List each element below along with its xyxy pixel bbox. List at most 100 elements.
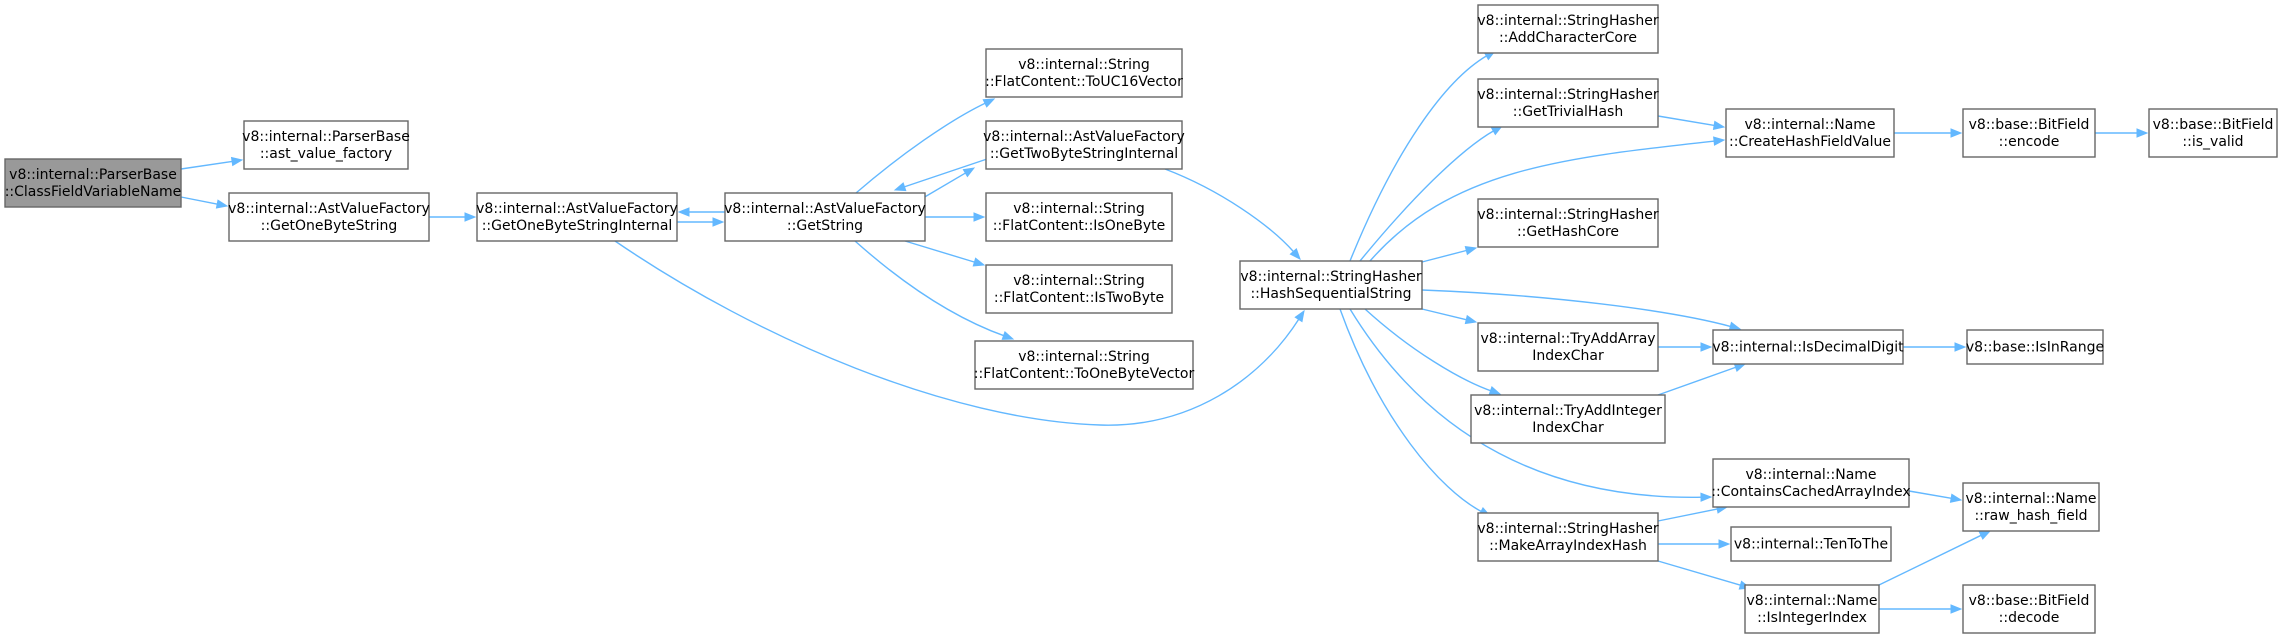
edge-IsIntegerIndex-to-raw_hash_field	[1878, 530, 1992, 586]
edge-HashSequentialString-to-TryAddArrayIndexChar	[1421, 308, 1478, 325]
node-label-line: ::GetString	[787, 218, 863, 234]
node-CreateHashFieldValue[interactable]: v8::internal::Name::CreateHashFieldValue	[1725, 108, 1895, 158]
node-ToOneByteVector[interactable]: v8::internal::String::FlatContent::ToOne…	[974, 340, 1195, 390]
node-label-line: v8::internal::Name	[1965, 491, 2096, 507]
edge-layer	[180, 50, 2149, 614]
node-box	[1477, 322, 1659, 372]
node-AddCharacterCore[interactable]: v8::internal::StringHasher::AddCharacter…	[1477, 4, 1659, 54]
edge-line	[1878, 534, 1983, 586]
edge-GetString-to-ToUC16Vector	[855, 98, 996, 194]
arrowhead-icon	[1700, 492, 1713, 502]
edge-line	[855, 102, 987, 194]
node-GetTwoByteStringInternal[interactable]: v8::internal::AstValueFactory::GetTwoByt…	[983, 120, 1185, 170]
node-label-line: v8::internal::StringHasher	[1477, 207, 1658, 223]
edge-line	[922, 171, 967, 199]
node-IsIntegerIndex[interactable]: v8::internal::Name::IsIntegerIndex	[1744, 584, 1880, 634]
arrowhead-icon	[1488, 386, 1502, 396]
node-raw_hash_field[interactable]: v8::internal::Name::raw_hash_field	[1962, 482, 2100, 532]
node-label-line: v8::internal::StringHasher	[1477, 87, 1658, 103]
edge-GetTwoByteStringInternal-to-HashSequentialString	[1164, 168, 1301, 261]
node-box	[1744, 584, 1880, 634]
node-box	[1477, 78, 1659, 128]
node-label-line: v8::base::BitField	[2153, 117, 2274, 133]
edge-GetString-to-ToOneByteVector	[854, 240, 1015, 340]
edge-line	[1369, 140, 1716, 262]
arrowhead-icon	[1464, 246, 1478, 256]
edge-ClassFieldVariableName-to-ast_value_factory	[180, 156, 244, 170]
node-label-line: v8::internal::TryAddInteger	[1474, 403, 1662, 419]
edge-line	[1421, 308, 1468, 321]
node-decode[interactable]: v8::base::BitField::decode	[1962, 584, 2096, 634]
edge-GetString-to-GetTwoByteStringInternal	[922, 167, 976, 199]
edge-GetOneByteStringInternal-to-HashSequentialString	[614, 240, 1305, 426]
node-label-line: ::AddCharacterCore	[1499, 30, 1637, 46]
node-encode[interactable]: v8::base::BitField::encode	[1962, 108, 2096, 158]
node-box	[1477, 198, 1659, 248]
arrowhead-icon	[215, 199, 229, 209]
node-box	[1962, 584, 2096, 634]
arrowhead-icon	[893, 182, 907, 192]
node-label-line: ::CreateHashFieldValue	[1729, 134, 1891, 150]
node-label-line: v8::internal::String	[1013, 201, 1145, 217]
node-MakeArrayIndexHash[interactable]: v8::internal::StringHasher::MakeArrayInd…	[1477, 512, 1659, 562]
node-label-line: ::FlatContent::ToUC16Vector	[985, 74, 1183, 90]
edge-line	[1364, 308, 1492, 392]
node-box	[1962, 108, 2096, 158]
node-box	[985, 120, 1183, 170]
node-IsDecimalDigit[interactable]: v8::internal::IsDecimalDigit	[1712, 329, 1904, 365]
node-is_valid[interactable]: v8::base::BitField::is_valid	[2148, 108, 2278, 158]
arrowhead-icon	[1294, 309, 1305, 323]
edge-line	[1359, 129, 1495, 262]
edge-GetString-to-IsTwoByte	[904, 240, 986, 267]
edge-line	[1421, 289, 1732, 328]
node-label-line: v8::base::BitField	[1969, 593, 2090, 609]
node-HashSequentialString[interactable]: v8::internal::StringHasher::HashSequenti…	[1239, 260, 1423, 310]
edge-encode-to-is_valid	[2095, 128, 2149, 138]
edge-GetString-to-IsOneByte	[925, 212, 986, 222]
node-label-line: ::FlatContent::ToOneByteVector	[974, 366, 1195, 382]
node-box	[1966, 329, 2104, 365]
edge-line	[1657, 366, 1737, 396]
node-box	[2148, 108, 2278, 158]
node-IsInRange[interactable]: v8::base::IsInRange	[1966, 329, 2104, 365]
node-TenToThe[interactable]: v8::internal::TenToThe	[1730, 526, 1892, 562]
node-label-line: ::ast_value_factory	[260, 146, 392, 162]
arrowhead-icon	[1713, 136, 1726, 146]
node-IsTwoByte[interactable]: v8::internal::String::FlatContent::IsTwo…	[985, 264, 1173, 314]
node-label-line: ::ContainsCachedArrayIndex	[1711, 484, 1910, 500]
node-GetHashCore[interactable]: v8::internal::StringHasher::GetHashCore	[1477, 198, 1659, 248]
node-GetOneByteString[interactable]: v8::internal::AstValueFactory::GetOneByt…	[228, 192, 430, 242]
node-IsOneByte[interactable]: v8::internal::String::FlatContent::IsOne…	[985, 192, 1173, 242]
arrowhead-icon	[2136, 128, 2149, 138]
edge-GetOneByteString-to-GetOneByteStringInternal	[429, 212, 477, 222]
edge-GetOneByteStringInternal-to-GetString	[677, 217, 725, 227]
node-label-line: IndexChar	[1532, 420, 1604, 436]
node-ContainsCachedArrayIndex[interactable]: v8::internal::Name::ContainsCachedArrayI…	[1711, 458, 1911, 508]
arrowhead-icon	[230, 156, 244, 167]
node-GetOneByteStringInternal[interactable]: v8::internal::AstValueFactory::GetOneByt…	[476, 192, 678, 242]
node-label-line: ::raw_hash_field	[1974, 508, 2087, 524]
edge-line	[1908, 490, 1953, 500]
arrowhead-icon	[1712, 120, 1726, 130]
edge-HashSequentialString-to-TryAddIntegerIndexChar	[1364, 308, 1502, 396]
arrowhead-icon	[1950, 604, 1963, 614]
node-label-line: ::MakeArrayIndexHash	[1489, 538, 1647, 554]
node-box	[1470, 394, 1666, 444]
edge-line	[614, 240, 1300, 426]
node-GetTrivialHash[interactable]: v8::internal::StringHasher::GetTrivialHa…	[1477, 78, 1659, 128]
node-label-line: ::HashSequentialString	[1250, 286, 1411, 302]
node-label-line: ::GetOneByteStringInternal	[482, 218, 673, 234]
node-label-line: v8::internal::StringHasher	[1240, 269, 1421, 285]
edge-line	[903, 157, 991, 188]
node-label-line: v8::base::IsInRange	[1966, 340, 2104, 356]
arrowhead-icon	[1949, 493, 1963, 503]
edge-line	[904, 240, 976, 264]
node-ast_value_factory[interactable]: v8::internal::ParserBase::ast_value_fact…	[242, 120, 410, 170]
node-GetString[interactable]: v8::internal::AstValueFactory::GetString	[724, 192, 926, 242]
node-label-line: ::FlatContent::IsTwoByte	[994, 290, 1164, 306]
node-ToUC16Vector[interactable]: v8::internal::String::FlatContent::ToUC1…	[985, 48, 1183, 98]
node-ClassFieldVariableName[interactable]: v8::internal::ParserBase::ClassFieldVari…	[4, 158, 182, 208]
edge-ContainsCachedArrayIndex-to-raw_hash_field	[1908, 490, 1963, 503]
